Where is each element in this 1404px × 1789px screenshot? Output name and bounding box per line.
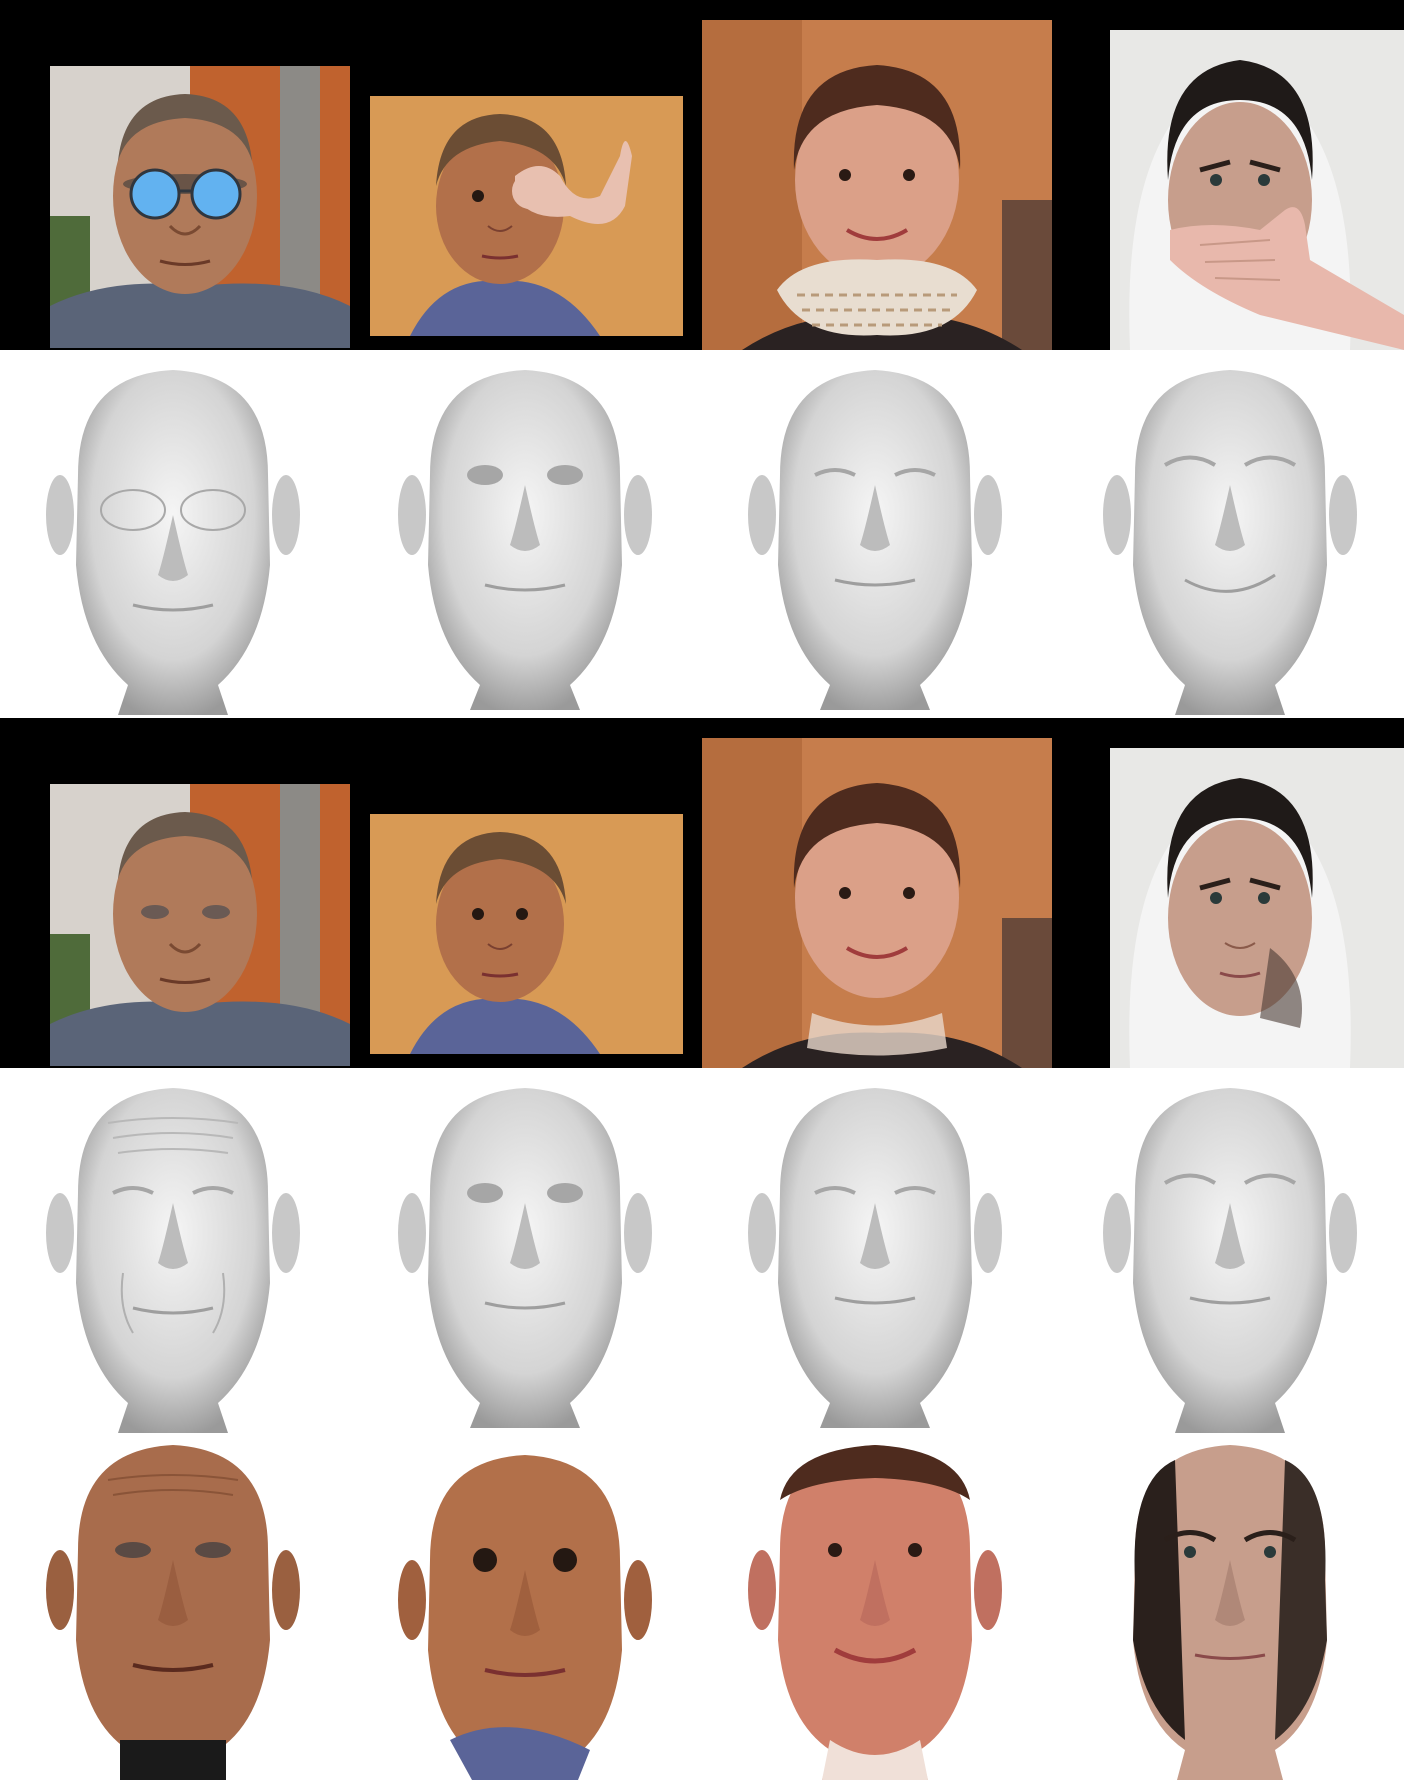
textured-face-shape — [398, 1455, 652, 1780]
boy-occluded-image — [370, 96, 683, 336]
older-man-occluded-image — [50, 66, 350, 348]
young-man-deoccluded-image — [702, 738, 1052, 1068]
textured-face-shape — [46, 1445, 300, 1780]
textured-face-shape — [1133, 1445, 1327, 1780]
photo-young-man-deoccluded — [702, 738, 1052, 1068]
boy-deoccluded-image — [370, 814, 683, 1054]
photo-hooded-man-occluded — [1110, 30, 1404, 350]
photo-boy-deoccluded — [370, 814, 683, 1054]
mesh-face-shape — [748, 370, 1002, 710]
mesh-face-shape — [748, 1088, 1002, 1428]
mesh-face-shape — [46, 370, 300, 715]
mesh-face-shape — [1103, 370, 1357, 715]
mesh-older-man-occluded — [38, 365, 308, 715]
textured-face-shape — [748, 1445, 1002, 1780]
photo-boy-occluded — [370, 96, 683, 336]
mesh-face-shape — [398, 1088, 652, 1428]
textured-older-man — [38, 1440, 308, 1785]
mesh-boy-deoccluded — [390, 1083, 660, 1433]
textured-young-man — [740, 1440, 1010, 1785]
hooded-man-occluded-image — [1110, 30, 1404, 350]
hooded-man-deoccluded-image — [1110, 748, 1404, 1068]
older-man-deoccluded-image — [50, 784, 350, 1066]
photo-older-man-deoccluded — [50, 784, 350, 1066]
mesh-face-shape — [1103, 1088, 1357, 1433]
mesh-older-man-deoccluded — [38, 1083, 308, 1433]
mesh-young-man-occluded — [740, 365, 1010, 715]
mesh-boy-occluded — [390, 365, 660, 715]
young-man-occluded-image — [702, 20, 1052, 350]
mesh-young-man-deoccluded — [740, 1083, 1010, 1433]
mesh-face-shape — [46, 1088, 300, 1433]
photo-older-man-occluded — [50, 66, 350, 348]
photo-young-man-occluded — [702, 20, 1052, 350]
photo-hooded-man-deoccluded — [1110, 748, 1404, 1068]
mesh-face-shape — [398, 370, 652, 710]
textured-hooded-man — [1095, 1440, 1365, 1785]
mesh-hooded-man-occluded — [1095, 365, 1365, 715]
mesh-hooded-man-deoccluded — [1095, 1083, 1365, 1433]
textured-boy — [390, 1450, 660, 1785]
